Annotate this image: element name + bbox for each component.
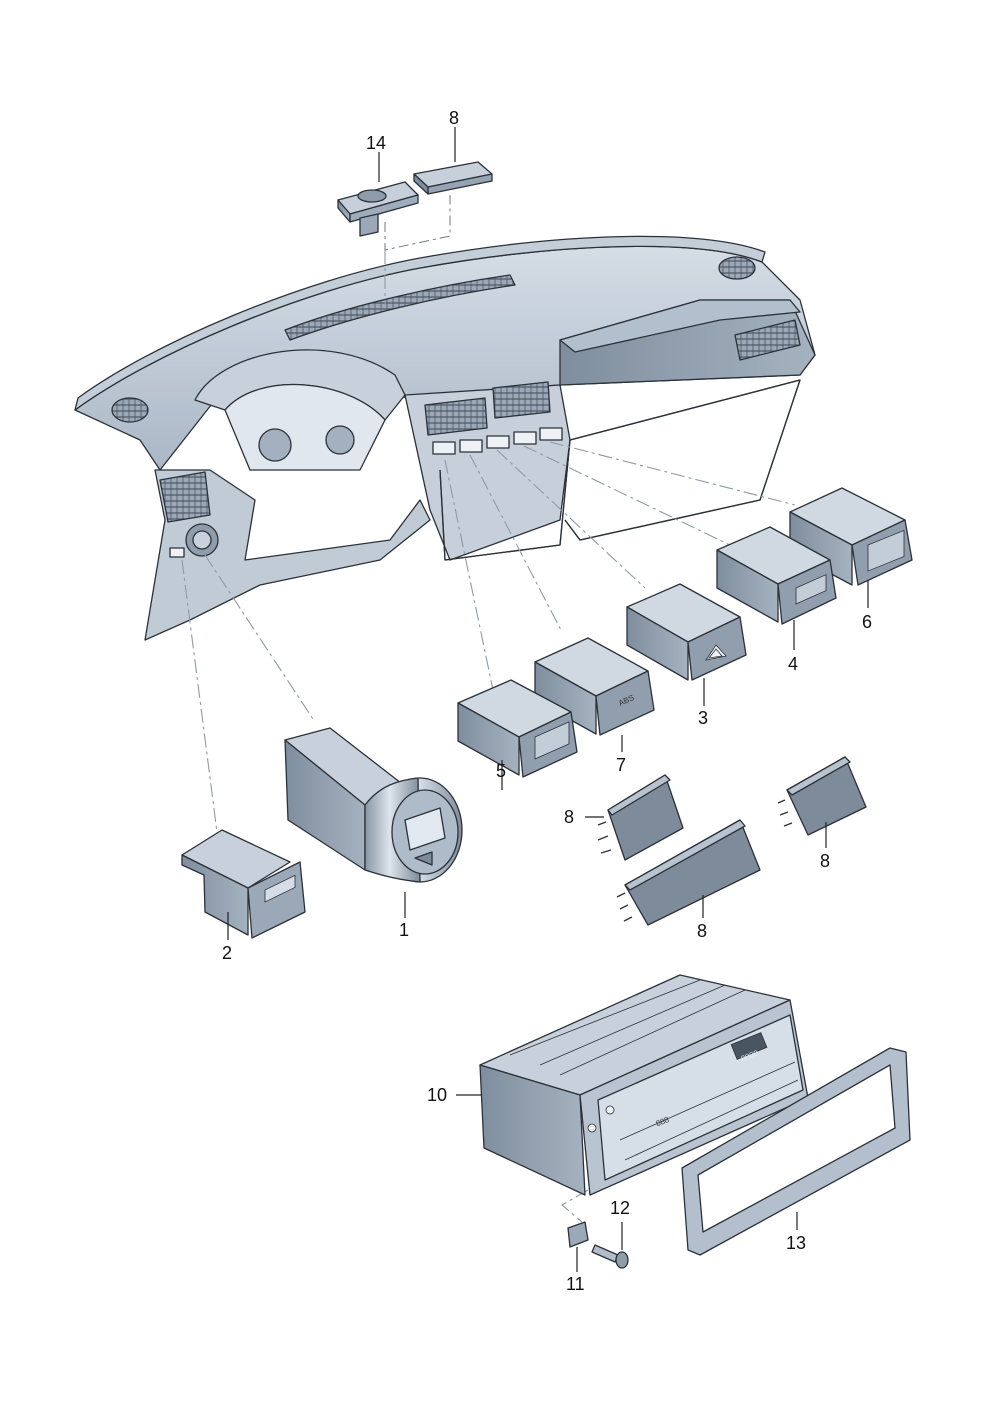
callout-10: 10: [427, 1085, 447, 1105]
part-7-abs-switch: ABS: [534, 637, 655, 736]
part-8-blank-cover-c: [616, 819, 761, 926]
left-air-vent: [159, 471, 211, 523]
callout-8-c: 8: [697, 921, 707, 941]
assembly-lines: [181, 195, 796, 1223]
part-3-hazard-switch: [626, 583, 747, 681]
part-4-switch: [716, 526, 837, 625]
callout-7: 7: [616, 755, 626, 775]
dashboard-panel: [74, 235, 816, 641]
callout-8-a: 8: [564, 807, 574, 827]
temperature-display: [730, 1032, 768, 1060]
part-2-switch: [181, 829, 306, 939]
center-vent-right: [492, 381, 551, 419]
callout-13: 13: [786, 1233, 806, 1253]
part-8-blank-cover-b: [777, 756, 867, 836]
callout-leaders: [227, 127, 869, 1272]
callout-5: 5: [496, 761, 506, 781]
callout-8-b: 8: [820, 851, 830, 871]
center-vent-left: [424, 397, 488, 436]
part-5-switch: [457, 679, 578, 778]
part-11-clip-nut: [567, 1221, 589, 1248]
part-12-screw: [591, 1244, 629, 1269]
callout-12: 12: [610, 1198, 630, 1218]
callout-3: 3: [698, 708, 708, 728]
callout-14: 14: [366, 133, 386, 153]
part-13-trim-frame: [681, 1047, 911, 1256]
right-speaker-grille: [718, 256, 756, 280]
part-10-climate-control: 8000 888: [479, 974, 809, 1196]
callout-labels: 14 8 6 4 3 7 5 8 8 8 2 1 10 12 13 11: [222, 108, 872, 1294]
part-8-blank-cover-a: [597, 774, 684, 861]
callout-8-top: 8: [449, 108, 459, 128]
callout-4: 4: [788, 654, 798, 674]
callout-2: 2: [222, 943, 232, 963]
left-speaker-grille: [111, 397, 149, 423]
part-8-blank-cover-top: [413, 161, 493, 195]
callout-6: 6: [862, 612, 872, 632]
part-6-switch: [789, 487, 913, 586]
part-1-light-switch: [284, 727, 463, 883]
callout-11: 11: [566, 1274, 585, 1294]
callout-1: 1: [399, 920, 409, 940]
right-air-vent: [734, 319, 801, 361]
part-14-clip: [337, 181, 419, 237]
